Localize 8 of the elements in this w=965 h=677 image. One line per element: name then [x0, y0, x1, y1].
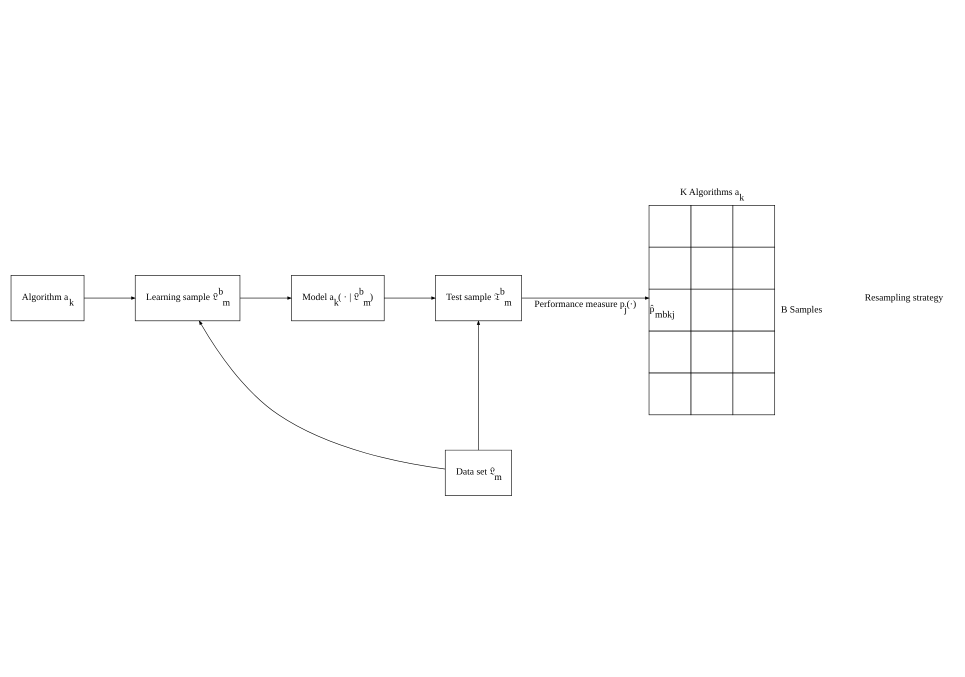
arrow	[384, 296, 436, 300]
arrow	[240, 296, 292, 300]
label: Resampling strategy	[864, 292, 944, 304]
arrow	[476, 320, 480, 450]
arrow	[84, 296, 136, 300]
node-label: B Samples	[781, 304, 822, 316]
arrow	[198, 320, 446, 470]
arrow	[521, 296, 650, 300]
